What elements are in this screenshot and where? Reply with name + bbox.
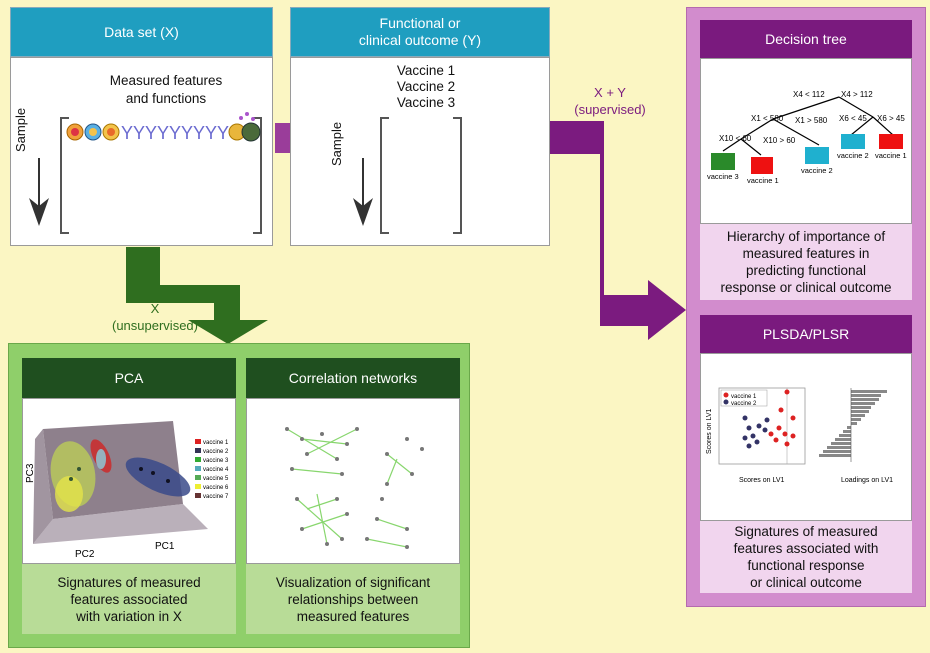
pca-legend: vaccine 1 vaccine 2 vaccine 3 vaccine 4 … [195,439,229,500]
tree-plot: X4 < 112 X4 > 112 X1 < 580 X1 > 580 X10 … [700,58,912,224]
svg-text:vaccine 1: vaccine 1 [875,151,907,160]
antibody-icons: YYYYYYYYY [121,123,229,143]
plsda-plot: vaccine 1 vaccine 2 Scores on LV1 Scores… [700,353,912,521]
svg-text:vaccine 1: vaccine 1 [203,440,229,446]
pca-header: PCA [22,358,236,398]
vaccine-1-label: Vaccine 1 [396,63,456,78]
svg-text:vaccine 2: vaccine 2 [837,151,869,160]
plsda-caption: Signatures of measured features associat… [700,521,912,593]
plsda-charts: vaccine 1 vaccine 2 Scores on LV1 Scores… [706,387,893,484]
leaf-vaccine1b [879,134,903,149]
leaf-vaccine2a [805,147,829,164]
down-arrow-icon [29,198,49,226]
split-x1-lt: X1 < 580 [751,114,784,123]
split-x1-gt: X1 > 580 [795,116,828,125]
split-x4-gt: X4 > 112 [841,90,873,99]
supervised-arrow [549,121,686,340]
loadings-xlabel: Loadings on LV1 [841,477,893,484]
outcome-panel: Vaccine 1 Vaccine 2 Vaccine 3 Sample [290,57,550,246]
dataset-panel: Measured features and functions Sample Y… [10,57,273,246]
svg-text:vaccine 3: vaccine 3 [707,172,739,181]
svg-text:vaccine 5: vaccine 5 [203,476,229,482]
features-title: Measured features and functions [109,73,223,106]
svg-text:vaccine 1: vaccine 1 [731,394,757,400]
dataset-outcome-connector [275,123,291,153]
scores-ylabel: Scores on LV1 [706,408,713,454]
pc2-label: PC2 [75,549,95,560]
svg-text:vaccine 4: vaccine 4 [203,467,229,473]
vaccine-2-label: Vaccine 2 [396,79,456,94]
correlation-network [285,427,424,549]
outcome-header: Functional or clinical outcome (Y) [290,7,550,57]
unsupervised-label: X (unsupervised) [112,301,198,333]
dataset-header: Data set (X) [10,7,273,57]
svg-text:vaccine 2: vaccine 2 [731,401,757,407]
decision-tree-diagram: X4 < 112 X4 > 112 X1 < 580 X1 > 580 X10 … [707,90,907,185]
svg-text:vaccine 1: vaccine 1 [747,176,779,185]
svg-text:vaccine 2: vaccine 2 [203,449,229,455]
feature-icons: YYYYYYYYY [66,112,261,143]
corr-caption: Visualization of significant relationshi… [246,564,460,634]
leaf-vaccine1 [751,157,773,174]
pca-3d-scatter: PC3 PC2 PC1 vaccine 1 vaccine 2 vaccine … [25,421,229,560]
pc3-label: PC3 [25,463,36,483]
svg-text:vaccine 6: vaccine 6 [203,485,229,491]
split-x4-lt: X4 < 112 [793,90,825,99]
leaf-vaccine2b [841,134,865,149]
virus-icon [241,122,261,142]
split-x10-gt: X10 > 60 [763,136,796,145]
pca-caption: Signatures of measured features associat… [22,564,236,634]
dataset-matrix: YYYYYYYYY [29,112,262,234]
split-x6-lt: X6 < 45 [839,114,867,123]
corr-plot [246,398,460,564]
split-x6-gt: X6 > 45 [877,114,905,123]
svg-text:vaccine 3: vaccine 3 [203,458,229,464]
down-arrow-icon [353,198,373,226]
unsupervised-arrow [126,247,268,344]
tree-caption: Hierarchy of importance of measured feat… [700,224,912,300]
scores-xlabel: Scores on LV1 [739,477,785,484]
svg-text:vaccine 2: vaccine 2 [801,166,833,175]
leaf-vaccine3 [711,153,735,170]
svg-text:vaccine 7: vaccine 7 [203,494,229,500]
pca-plot: PC3 PC2 PC1 vaccine 1 vaccine 2 vaccine … [22,398,236,564]
pc1-label: PC1 [155,541,175,552]
loadings-bars [819,390,887,457]
tree-header: Decision tree [700,20,912,58]
split-x10-lt: X10 < 60 [719,134,752,143]
supervised-label: X + Y (supervised) [574,85,646,117]
plsda-header: PLSDA/PLSR [700,315,912,353]
vaccine-3-label: Vaccine 3 [396,95,456,110]
corr-header: Correlation networks [246,358,460,398]
